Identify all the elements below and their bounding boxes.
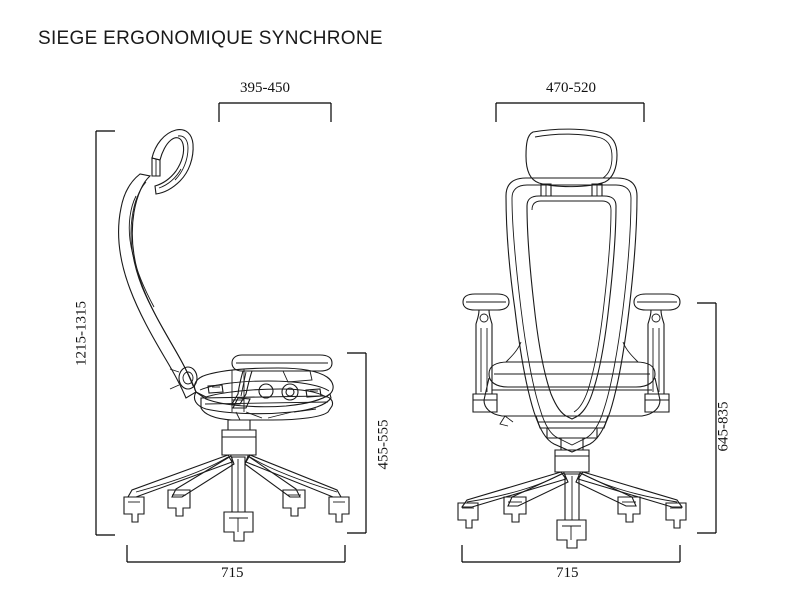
side-synchro-mechanism bbox=[200, 369, 334, 421]
side-base bbox=[127, 454, 342, 513]
front-backrest-frame bbox=[505, 177, 638, 453]
seat-height-dimension-line bbox=[347, 352, 367, 534]
side-lumbar-knob bbox=[169, 366, 198, 390]
base-diameter-dimension-line-front bbox=[461, 545, 681, 563]
seat-depth-dimension-label: 395-450 bbox=[240, 80, 290, 96]
backrest-width-dimension-line bbox=[495, 102, 645, 122]
side-casters bbox=[123, 489, 350, 542]
front-mesh-panel bbox=[526, 195, 617, 420]
front-synchro-mechanism bbox=[535, 415, 609, 439]
base-diameter-dimension-label-side: 715 bbox=[221, 565, 244, 581]
side-backrest bbox=[118, 173, 197, 399]
overall-height-dimension-line bbox=[95, 130, 115, 536]
front-view bbox=[457, 128, 687, 549]
base-diameter-dimension-label-front: 715 bbox=[556, 565, 579, 581]
front-base bbox=[460, 471, 684, 521]
front-casters bbox=[457, 496, 687, 549]
dimension-lines bbox=[95, 102, 717, 563]
side-headrest bbox=[151, 129, 194, 195]
base-diameter-dimension-line-side bbox=[126, 545, 346, 563]
backrest-height-dimension-line bbox=[697, 302, 717, 534]
side-gas-lift bbox=[221, 419, 257, 456]
seat-depth-dimension-line bbox=[218, 102, 332, 122]
backrest-width-dimension-label: 470-520 bbox=[546, 80, 596, 96]
front-headrest bbox=[525, 128, 618, 197]
front-seat bbox=[483, 341, 661, 427]
front-armrests bbox=[462, 293, 681, 413]
page-title: SIEGE ERGONOMIQUE SYNCHRONE bbox=[38, 28, 383, 49]
side-view bbox=[118, 129, 350, 542]
side-headrest-stem bbox=[151, 157, 161, 177]
front-gas-lift bbox=[554, 437, 590, 473]
